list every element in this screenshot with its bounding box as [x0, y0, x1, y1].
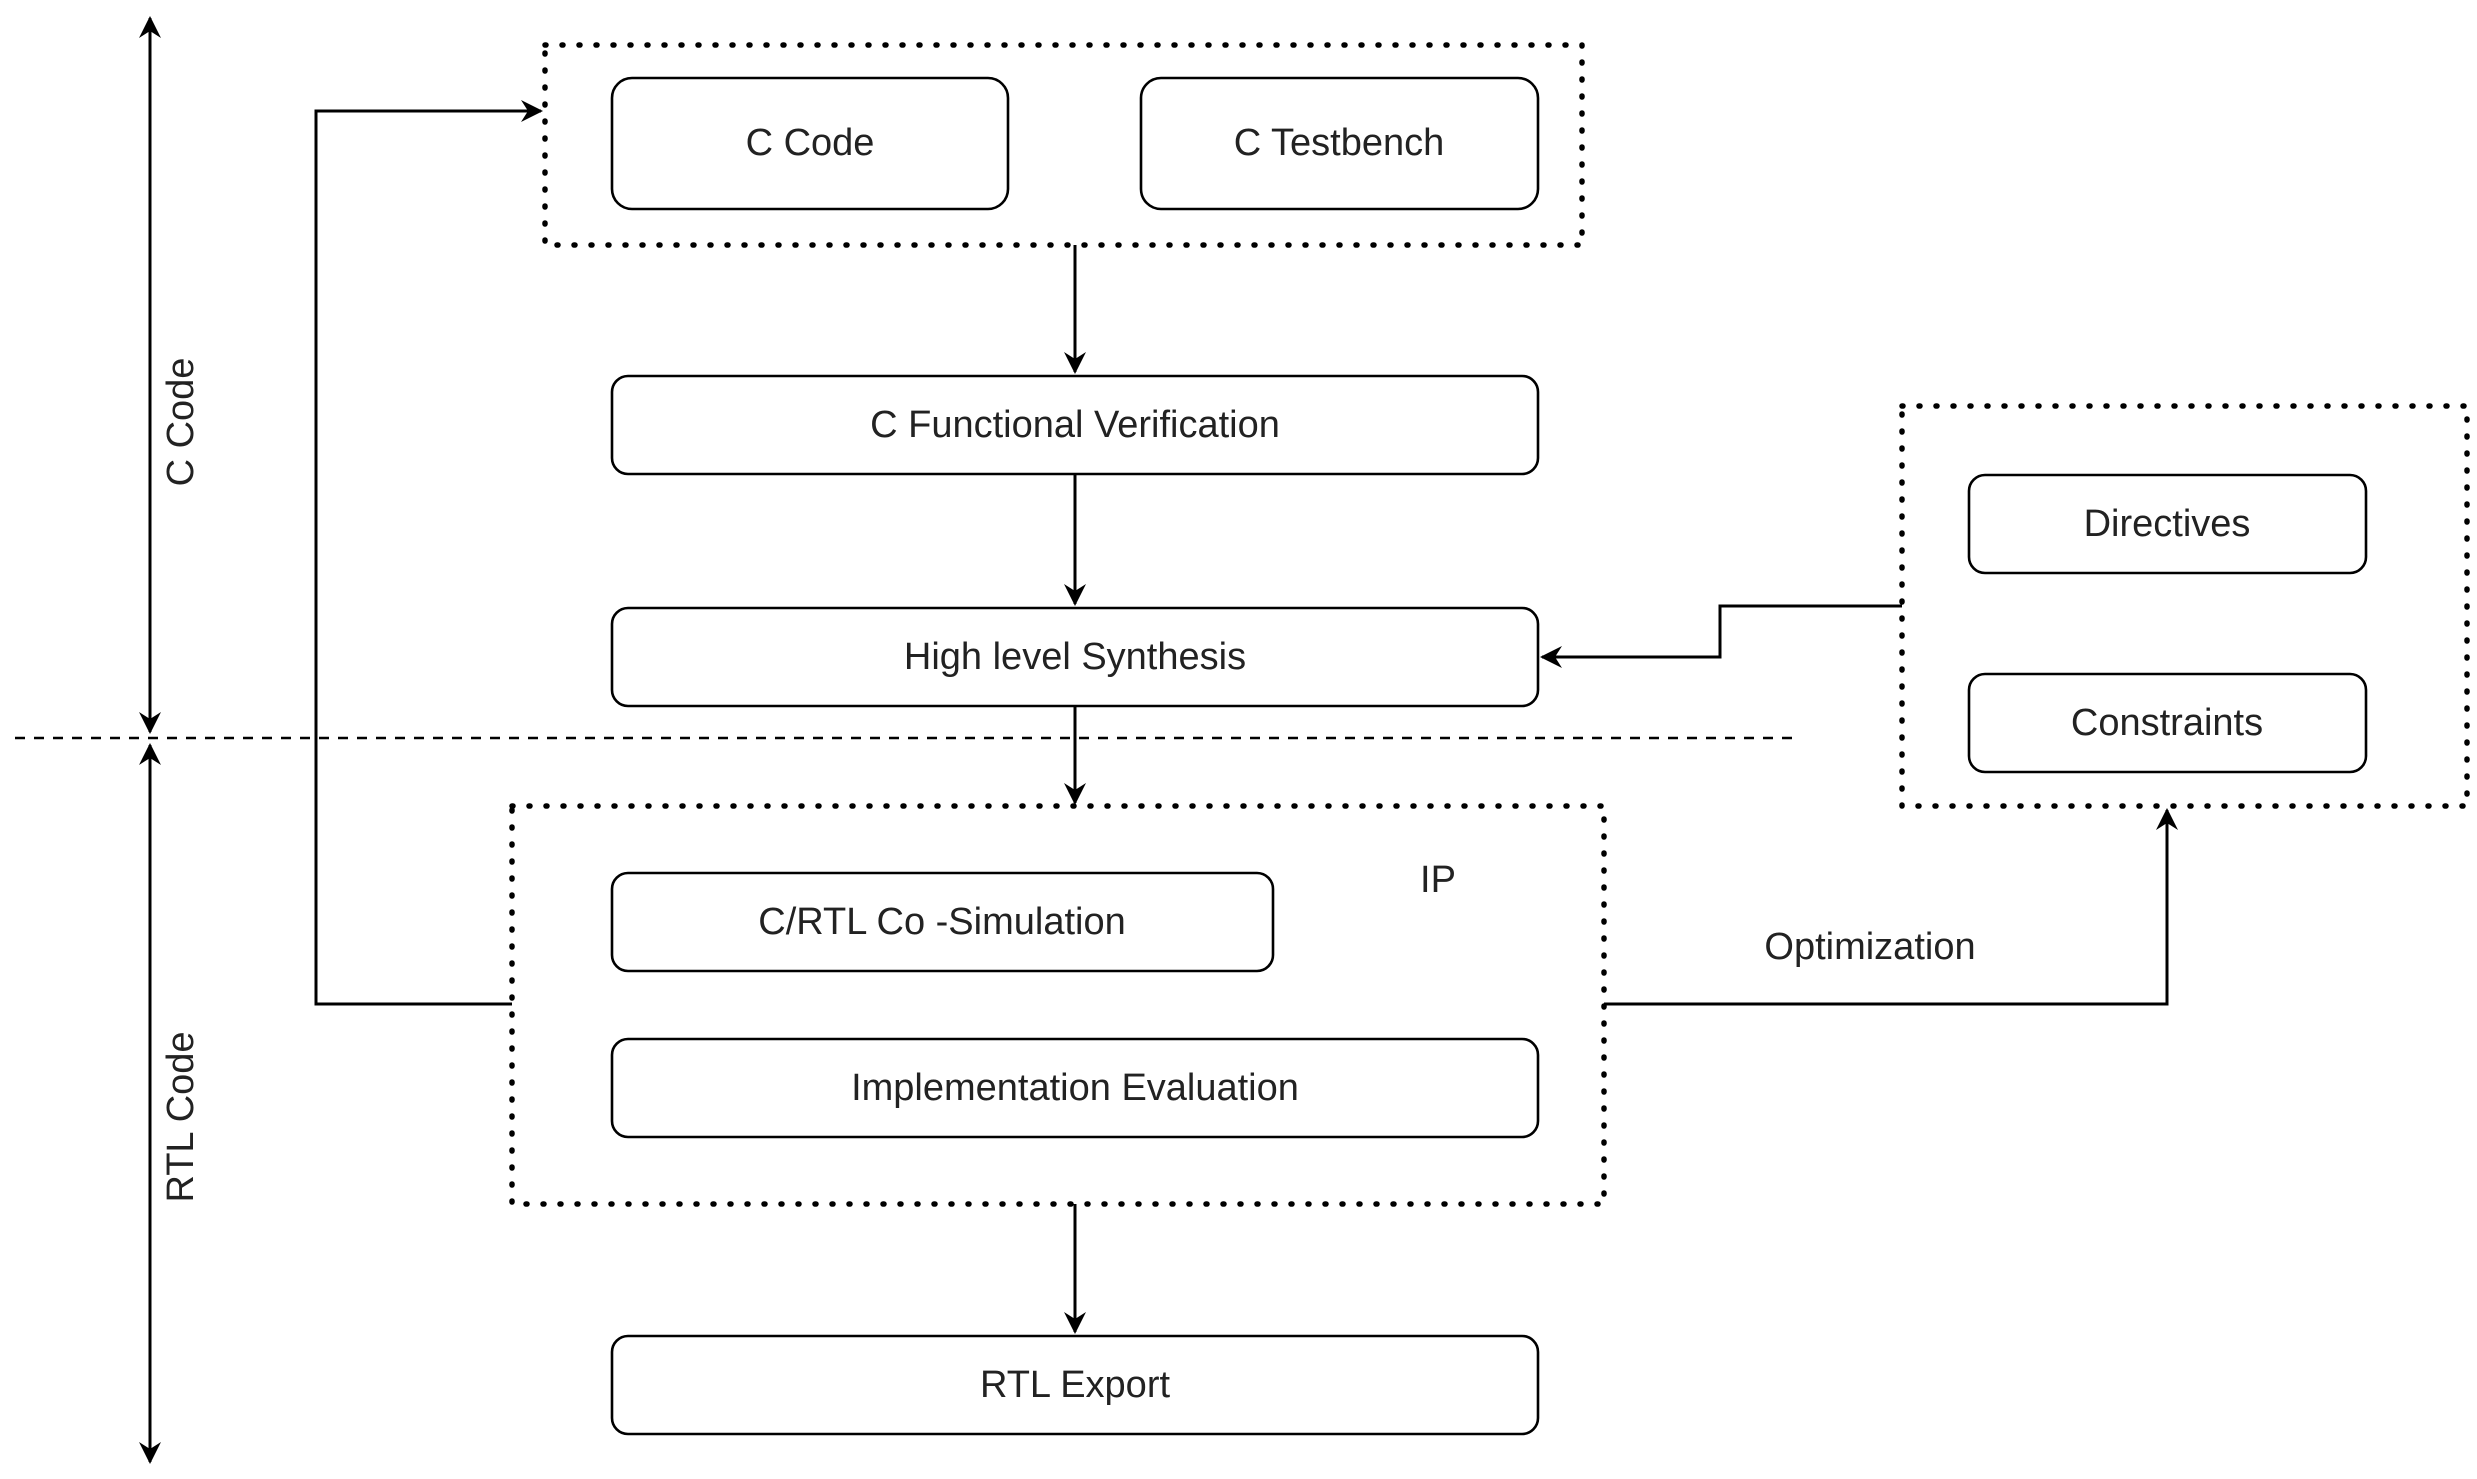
edge-directives-to-synthesis	[1540, 604, 1902, 668]
cosim-node: C/RTL Co -Simulation	[610, 871, 1275, 973]
c-code-node: C Code	[610, 76, 1010, 211]
constraints-node: Constraints	[1967, 672, 2368, 774]
rtl-export-label: RTL Export	[980, 1364, 1171, 1406]
axis-label-rtl-code: RTL Code	[160, 1031, 202, 1202]
edge-ip-feedback-to-sources	[314, 100, 543, 1006]
directives-constraints-group	[1899, 403, 2470, 809]
c-functional-verification-label: C Functional Verification	[870, 404, 1280, 446]
rtl-export-node: RTL Export	[610, 1334, 1540, 1436]
c-sources-group	[542, 42, 1585, 248]
axis-label-c-code: C Code	[160, 358, 202, 487]
c-functional-verification-node: C Functional Verification	[610, 374, 1540, 476]
implementation-evaluation-node: Implementation Evaluation	[610, 1037, 1540, 1139]
ip-group-label: IP	[1420, 859, 1456, 901]
high-level-synthesis-node: High level Synthesis	[610, 606, 1540, 708]
directives-node: Directives	[1967, 473, 2368, 575]
c-testbench-node: C Testbench	[1139, 76, 1540, 211]
optimization-label: Optimization	[1764, 926, 1975, 968]
constraints-label: Constraints	[2071, 702, 2263, 744]
high-level-synthesis-label: High level Synthesis	[904, 636, 1246, 678]
directives-label: Directives	[2084, 503, 2251, 545]
implementation-evaluation-label: Implementation Evaluation	[851, 1067, 1299, 1109]
cosim-label: C/RTL Co -Simulation	[758, 901, 1125, 943]
c-code-label: C Code	[746, 122, 875, 164]
c-testbench-label: C Testbench	[1234, 122, 1445, 164]
edge-optimization	[1604, 808, 2178, 1006]
